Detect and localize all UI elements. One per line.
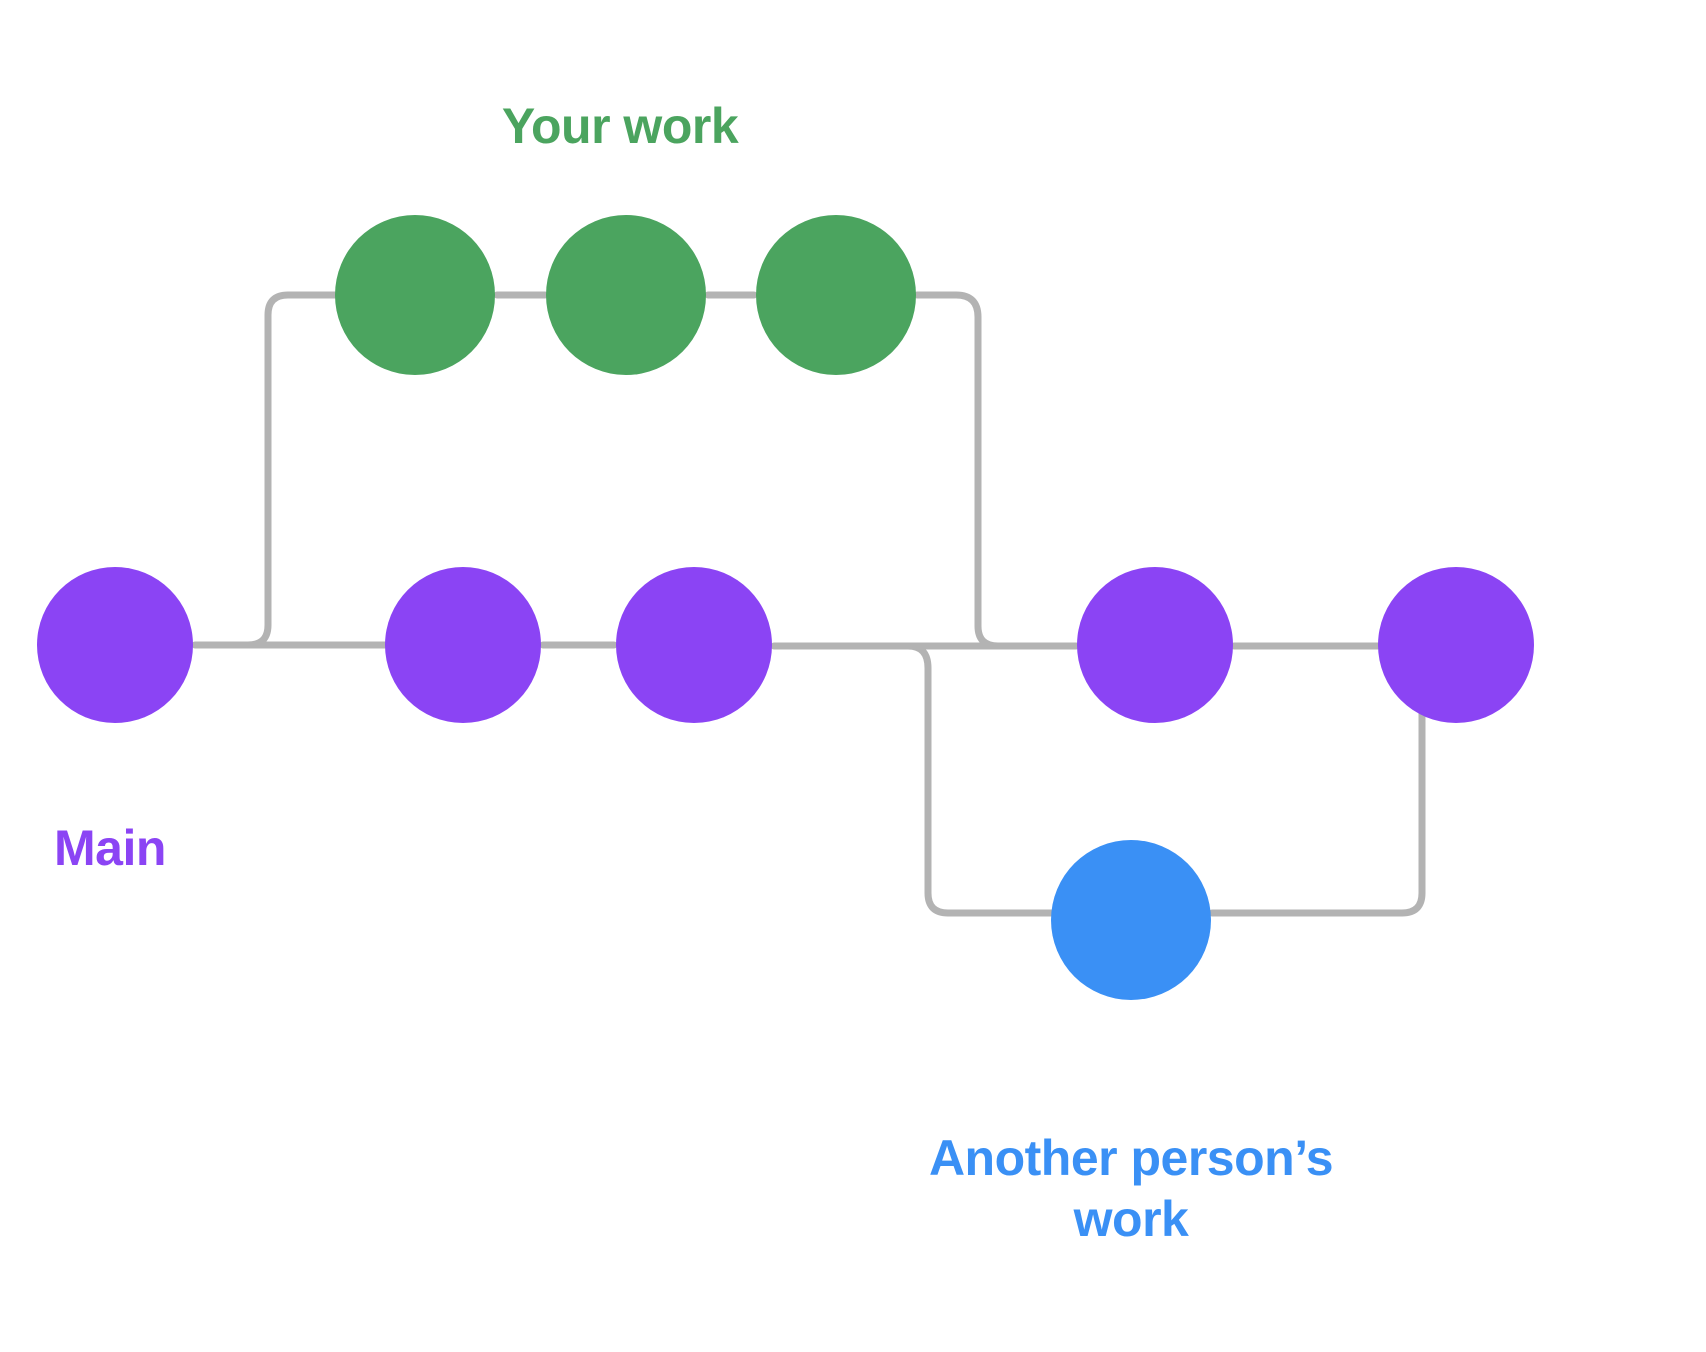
branch-label-your-work: Your work xyxy=(501,98,739,154)
commit-node-other-1[interactable] xyxy=(1051,840,1211,1000)
connector-feature-merge xyxy=(913,291,1079,650)
commit-node-feature-2[interactable] xyxy=(546,215,706,375)
connector-feature-fork xyxy=(228,291,339,649)
commit-node-main-5[interactable] xyxy=(1378,567,1534,723)
branch-label-another-person-work: Another person’s work xyxy=(928,1130,1334,1247)
connector-other-fork xyxy=(876,642,1057,917)
commit-node-feature-1[interactable] xyxy=(335,215,495,375)
commit-node-main-1[interactable] xyxy=(37,567,193,723)
commit-node-main-4[interactable] xyxy=(1077,567,1233,723)
branch-label-main: Main xyxy=(54,820,166,876)
commit-node-main-3[interactable] xyxy=(616,567,772,723)
commit-node-feature-3[interactable] xyxy=(756,215,916,375)
commit-node-main-2[interactable] xyxy=(385,567,541,723)
